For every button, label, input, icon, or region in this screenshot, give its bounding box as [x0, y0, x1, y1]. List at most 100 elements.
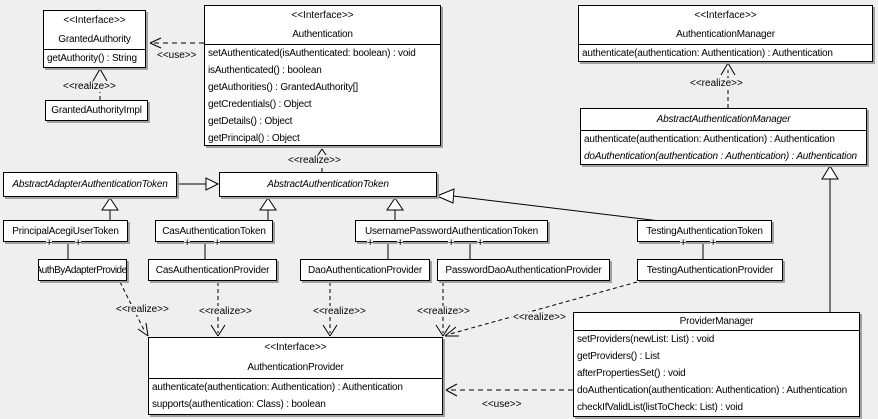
association-plus: + [367, 237, 374, 249]
class-name: AuthByAdapterProvider [38, 264, 127, 276]
association-plus: + [75, 237, 82, 249]
class-name: AuthenticationProvider [247, 362, 344, 373]
realize-testingauthenticationprovider [444, 281, 638, 337]
stereotype-label: <<Interface>> [291, 10, 354, 21]
stereotype-label: <<Interface>> [63, 15, 126, 26]
class-header: AbstractAuthenticationManager [581, 109, 866, 131]
class-header: ProviderManager [574, 313, 859, 331]
realize-label: <<realize>> [416, 306, 471, 317]
generalization-usernamepasswordtoken [386, 197, 404, 220]
realize-label: <<realize>> [287, 155, 342, 166]
method-list: authenticate(authentication: Authenticat… [581, 131, 866, 164]
association-plus: + [184, 237, 191, 249]
class-authentication: <<Interface>> Authentication setAuthenti… [204, 5, 441, 146]
realize-passworddaoauthenticationprovider [435, 282, 451, 337]
method: getAuthorities() : GrantedAuthority[] [208, 82, 358, 93]
class-name: UsernamePasswordAuthenticationToken [364, 225, 539, 237]
association-plus: + [46, 237, 53, 249]
class-name: AbstractAdapterAuthenticationToken [12, 179, 168, 190]
association-plus: + [448, 237, 455, 249]
association-plus: + [397, 237, 404, 249]
realize-authbyadapterprovider [119, 281, 149, 337]
generalization-testingauthenticationtoken [435, 188, 661, 222]
association-plus: + [680, 237, 687, 249]
class-authentication-manager: <<Interface>> AuthenticationManager auth… [578, 5, 873, 62]
class-granted-authority: <<Interface>> GrantedAuthority getAuthor… [43, 10, 146, 68]
method-list: authenticate(authentication: Authenticat… [579, 45, 872, 61]
class-header: <<Interface>> AuthenticationProvider [149, 338, 442, 379]
method: authenticate(authentication: Authenticat… [152, 382, 403, 393]
use-label: <<use>> [481, 399, 523, 410]
realize-label: <<realize>> [115, 304, 170, 315]
method: doAuthentication(authentication : Authen… [584, 151, 857, 162]
generalization-abstractadaptertoken-to-abstracttoken [177, 177, 220, 191]
class-testing-authentication-token: TestingAuthenticationToken [637, 220, 772, 242]
class-provider-manager: ProviderManager setProviders(newList: Li… [573, 312, 860, 417]
realize-label: <<realize>> [62, 81, 117, 92]
method: authenticate(authentication: Authenticat… [584, 134, 835, 145]
class-name: AbstractAuthenticationManager [656, 114, 791, 125]
method: getAuthority() : String [47, 53, 137, 64]
class-name: PasswordDaoAuthenticationProvider [445, 264, 602, 276]
generalization-principalacegiusertoken [101, 197, 119, 220]
class-name: PrincipalAcegiUserToken [12, 225, 119, 237]
method: isAuthenticated() : boolean [208, 65, 322, 76]
realize-label: <<realize>> [312, 306, 367, 317]
realize-casauthenticationprovider [210, 282, 226, 337]
class-testing-authentication-provider: TestingAuthenticationProvider [637, 259, 783, 281]
class-header: <<Interface>> AuthenticationManager [579, 6, 872, 45]
class-name: CasAuthenticationProvider [155, 264, 270, 276]
realize-label: <<realize>> [512, 312, 567, 323]
class-name: DaoAuthenticationProvider [308, 264, 422, 276]
class-abstract-authentication-token: AbstractAuthenticationToken [219, 172, 437, 197]
association-plus: + [214, 237, 221, 249]
association-plus: + [477, 237, 484, 249]
association-plus: + [710, 237, 717, 249]
use-label: <<use>> [156, 50, 198, 61]
method-list: setProviders(newList: List) : void getPr… [574, 331, 859, 416]
class-granted-authority-impl: GrantedAuthorityImpl [45, 100, 148, 121]
class-auth-by-adapter-provider: AuthByAdapterProvider [38, 259, 127, 281]
class-name: CasAuthenticationToken [162, 225, 266, 237]
realize-label: <<realize>> [198, 306, 253, 317]
class-authentication-provider: <<Interface>> AuthenticationProvider aut… [148, 337, 443, 415]
class-cas-authentication-provider: CasAuthenticationProvider [148, 259, 277, 281]
method: getPrincipal() : Object [208, 133, 300, 144]
method: afterPropertiesSet() : void [577, 368, 686, 379]
class-name: GrantedAuthority [58, 34, 131, 45]
generalization-providermanager-to-abstractauthenticationmanager [821, 165, 839, 312]
method-list: authenticate(authentication: Authenticat… [149, 379, 442, 413]
realize-label: <<realize>> [689, 78, 744, 89]
use-dependency-providermanager-to-authenticationprovider [445, 383, 573, 397]
class-name: GrantedAuthorityImpl [51, 105, 142, 116]
method: supports(authentication: Class) : boolea… [152, 399, 326, 410]
method: setAuthenticated(isAuthenticated: boolea… [208, 48, 416, 59]
method-list: getAuthority() : String [44, 50, 145, 67]
class-dao-authentication-provider: DaoAuthenticationProvider [300, 259, 430, 281]
class-name: AbstractAuthenticationToken [267, 179, 389, 190]
class-name: ProviderManager [679, 316, 754, 327]
method: authenticate(authentication: Authenticat… [582, 48, 833, 59]
method: getCredentials() : Object [208, 99, 312, 110]
class-abstract-adapter-authentication-token: AbstractAdapterAuthenticationToken [3, 172, 177, 197]
method: checkIfValidList(listToCheck: List) : vo… [577, 402, 743, 413]
stereotype-label: <<Interface>> [694, 10, 757, 21]
class-name: TestingAuthenticationProvider [646, 264, 774, 276]
class-principal-acegi-user-token: PrincipalAcegiUserToken [3, 220, 128, 242]
use-dependency-authentication-to-grantedauthority [149, 37, 204, 49]
class-name: Authentication [292, 29, 353, 40]
class-abstract-authentication-manager: AbstractAuthenticationManager authentica… [580, 108, 867, 165]
class-header: <<Interface>> Authentication [205, 6, 440, 45]
method: setProviders(newList: List) : void [577, 334, 715, 345]
realize-abstractauthenticationmanager-to-authenticationmanager [720, 62, 736, 108]
realize-daoauthenticationprovider [322, 282, 338, 337]
class-name: TestingAuthenticationToken [646, 225, 763, 237]
class-password-dao-authentication-provider: PasswordDaoAuthenticationProvider [437, 259, 610, 281]
method: getProviders() : List [577, 351, 660, 362]
class-name: AuthenticationManager [676, 29, 775, 40]
class-header: <<Interface>> GrantedAuthority [44, 11, 145, 50]
stereotype-label: <<Interface>> [264, 342, 327, 353]
method: doAuthentication(authentication: Authent… [577, 385, 847, 396]
method-list: setAuthenticated(isAuthenticated: boolea… [205, 45, 440, 145]
